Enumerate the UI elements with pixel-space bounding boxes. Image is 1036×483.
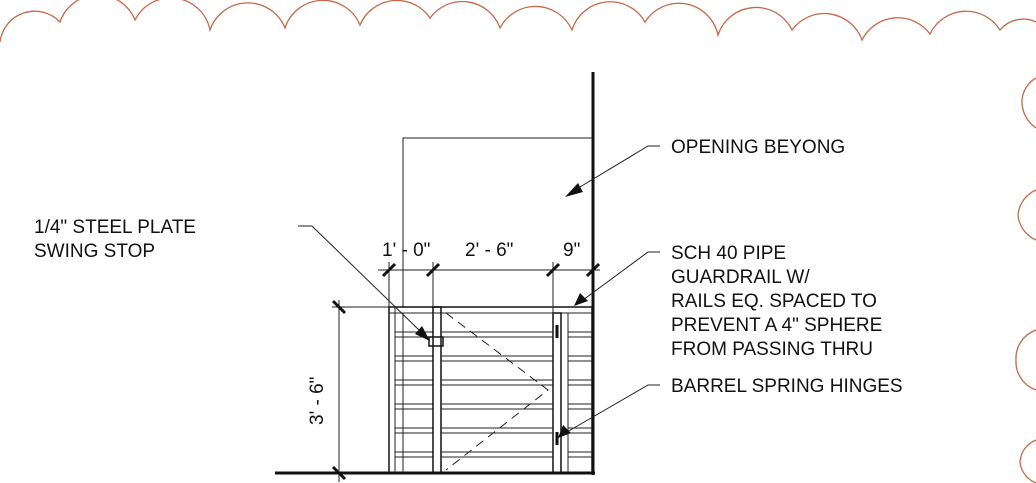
note-pipe-line3: RAILS EQ. SPACED TO — [671, 291, 877, 312]
gate-swing-hidden-lines — [445, 312, 549, 471]
leader-opening-arrow — [565, 183, 583, 197]
leader-steel-plate — [298, 225, 421, 332]
dim-text-1ft: 1' - 0" — [382, 240, 430, 261]
gate-latch-stile — [432, 306, 442, 474]
note-steel-plate-line1: 1/4" STEEL PLATE — [34, 217, 196, 238]
note-pipe-line4: PREVENT A 4" SPHERE — [671, 315, 882, 336]
leader-pipe — [582, 251, 660, 301]
dim-tick-2 — [425, 262, 441, 278]
note-pipe-line2: GUARDRAIL W/ — [671, 267, 810, 288]
leader-pipe-arrow — [574, 293, 588, 306]
dim-text-9in: 9" — [563, 240, 580, 261]
dim-tick-1 — [381, 262, 397, 278]
note-steel-plate-line2: SWING STOP — [34, 241, 155, 262]
vdim-tick-top — [331, 299, 347, 315]
dim-text-2ft6: 2' - 6" — [465, 240, 513, 261]
leader-opening — [574, 145, 660, 191]
guardrail-frame — [388, 306, 593, 474]
leader-hinges-arrow — [558, 425, 571, 438]
dim-tick-4 — [585, 262, 601, 278]
note-opening-beyond: OPENING BEYONG — [671, 137, 845, 158]
vdim-tick-bottom — [331, 465, 347, 481]
right-panel-rails — [568, 331, 592, 458]
dim-text-height: 3' - 6" — [307, 377, 328, 425]
note-pipe-line1: SCH 40 PIPE — [671, 243, 786, 264]
revision-cloud-right — [1015, 77, 1036, 483]
revision-cloud-top — [0, 0, 1036, 43]
dim-tick-3 — [545, 262, 561, 278]
gate-hinge-stile — [552, 312, 562, 474]
left-panel-rails — [395, 331, 433, 458]
note-barrel-spring-hinges: BARREL SPRING HINGES — [671, 376, 903, 397]
note-pipe-line5: FROM PASSING THRU — [671, 339, 873, 360]
swing-stop-plate — [428, 336, 444, 347]
leader-steel-plate-arrow — [415, 326, 430, 341]
opening-beyond-outline — [402, 137, 593, 308]
leader-hinges — [566, 384, 660, 433]
gate-rails — [441, 331, 553, 458]
